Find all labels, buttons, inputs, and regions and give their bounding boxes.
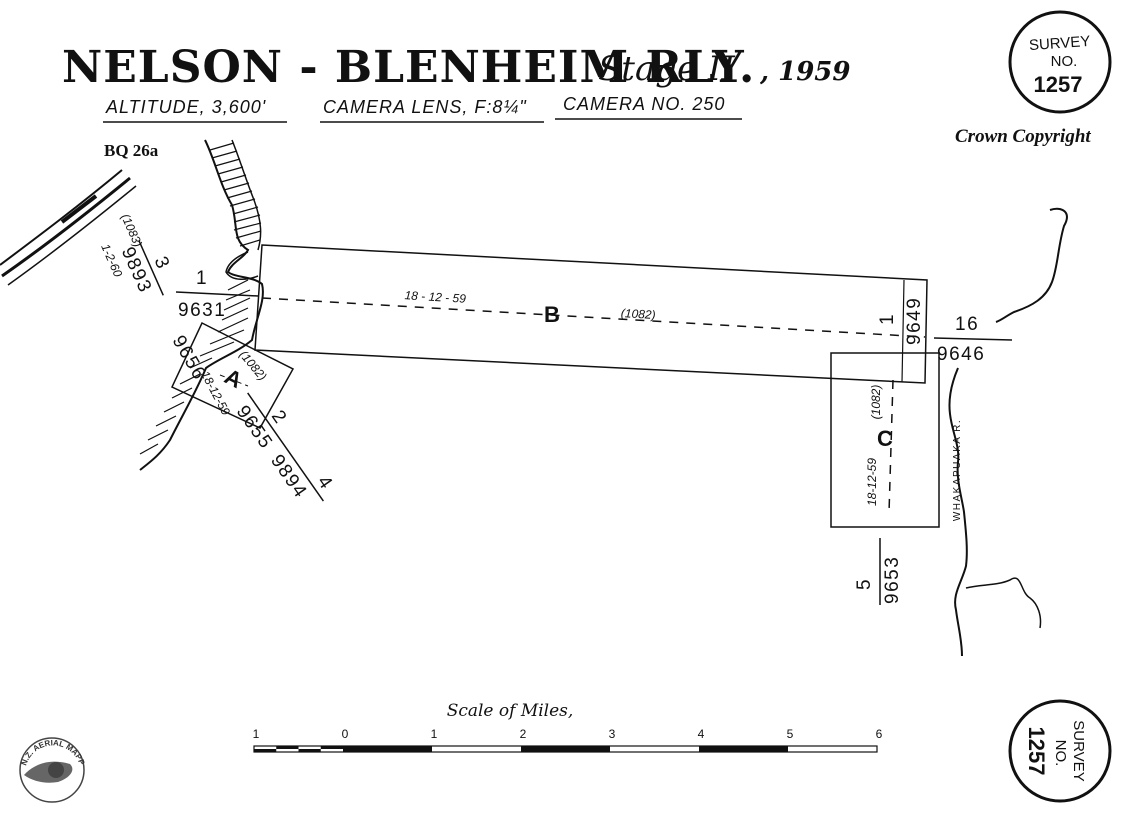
photo-index: 5 xyxy=(854,578,875,590)
scale-segment xyxy=(788,746,877,752)
photo-divider xyxy=(138,240,164,296)
scale-segment xyxy=(610,746,699,752)
sheet-code: BQ 26a xyxy=(104,141,159,160)
seal-ring xyxy=(1008,10,1112,114)
seal-number: 1257 xyxy=(1024,727,1049,776)
altitude-text: ALTITUDE, 3,600' xyxy=(105,97,266,117)
logo-text: N.Z. AERIAL MAPPING LTD xyxy=(0,0,87,767)
seal-line1: SURVEY xyxy=(1070,720,1087,781)
photo-frame: 9631 xyxy=(178,300,226,321)
strip-c-date: 18-12-59 xyxy=(865,458,879,506)
photo-divider xyxy=(175,291,259,297)
crown-copyright: Crown Copyright xyxy=(955,126,1091,147)
logo-ring xyxy=(19,737,85,803)
photo-frame-9894: 9894 xyxy=(266,451,311,503)
photo-index: 1 xyxy=(196,268,208,289)
ridge-lines xyxy=(0,169,137,286)
photo-label-9893: 9893 3 xyxy=(117,240,174,297)
aerial-mapping-logo: N.Z. AERIAL MAPPING LTD xyxy=(0,0,87,803)
inlet xyxy=(225,251,259,280)
strip-c-letter: C xyxy=(877,426,893,451)
photo-index: 1 xyxy=(877,313,898,325)
coastline xyxy=(139,139,264,471)
strip-b-letter: B xyxy=(544,302,560,327)
photo-ref-1083: (1083) xyxy=(118,212,145,249)
logo-wing-icon xyxy=(24,761,73,783)
seal-line1: SURVEY xyxy=(1028,33,1090,54)
scale-segment xyxy=(432,746,521,752)
scale-subsegment xyxy=(254,749,277,752)
seal-ring xyxy=(1008,699,1112,803)
photo-label-9649: 9649 1 xyxy=(877,297,925,345)
photo-divider xyxy=(933,337,1013,341)
strip-b-date: 18 - 12 - 59 xyxy=(404,288,466,306)
scale-tick-5: 4 xyxy=(698,727,705,741)
logo-camera-icon xyxy=(48,762,64,778)
scale-subsegment xyxy=(320,746,343,749)
logo-text-path: N.Z. AERIAL MAPPING LTD xyxy=(0,0,87,767)
photo-frame: 9653 xyxy=(882,556,903,604)
photo-label-9646: 16 9646 xyxy=(933,314,1013,365)
lens-text: CAMERA LENS, F:8¼" xyxy=(323,97,527,117)
scale-tick-7: 6 xyxy=(876,727,883,741)
scale-tick-6: 5 xyxy=(787,727,794,741)
photo-index: 3 xyxy=(150,253,174,273)
river-upper xyxy=(995,207,1068,323)
strip-a-boundary xyxy=(171,321,295,429)
survey-seal-bottom: SURVEY NO. 1257 xyxy=(1008,699,1112,803)
seal-line2: NO. xyxy=(1052,740,1069,767)
map-stage: Stage II xyxy=(598,49,735,89)
scale-tick-2: 1 xyxy=(431,727,438,741)
photo-label-9631: 1 9631 xyxy=(175,268,259,321)
river-tributary xyxy=(965,577,1042,629)
camera-text: CAMERA NO. 250 xyxy=(563,94,725,114)
scale-tick-labels: 1 0 1 2 3 4 5 6 xyxy=(253,727,883,741)
scale-bar: Scale of Miles, 1 0 1 2 3 4 5 6 xyxy=(253,701,883,753)
map-title: NELSON - BLENHEIM RLY. xyxy=(62,42,755,93)
photo-frame-9656: 9656 xyxy=(168,332,210,384)
river-label: WHAKAPUAKA R. xyxy=(952,419,963,521)
scale-title: Scale of Miles, xyxy=(447,701,574,721)
photo-index: 16 xyxy=(955,314,979,335)
scale-tick-4: 3 xyxy=(609,727,616,741)
strip-b-end-line xyxy=(901,279,905,383)
scale-tick-3: 2 xyxy=(520,727,527,741)
scale-tick-0: 1 xyxy=(253,727,260,741)
scale-frame xyxy=(253,745,878,753)
scale-segment xyxy=(699,746,788,752)
scale-tick-1: 0 xyxy=(342,727,349,741)
scale-segment xyxy=(343,746,432,752)
strip-b-flightline xyxy=(261,297,926,338)
seal-number: 1257 xyxy=(1034,72,1083,97)
seal-line2: NO. xyxy=(1051,53,1078,70)
strip-a-letter: A xyxy=(221,364,247,394)
photo-label-9655-9894: 9655 9894 2 4 xyxy=(232,392,337,503)
photo-frame: 9646 xyxy=(937,344,985,365)
river-whakapuaka xyxy=(948,367,968,657)
scale-segments xyxy=(254,746,877,752)
strip-c-ref: (1082) xyxy=(869,385,883,420)
terrain-hachures xyxy=(139,142,262,455)
strip-c-boundary xyxy=(830,352,940,528)
scale-segment xyxy=(521,746,610,752)
photo-frame: 9649 xyxy=(904,297,925,345)
map-year: , 1959 xyxy=(759,57,850,87)
strip-b-ref: (1082) xyxy=(621,306,656,322)
scale-subsegment xyxy=(276,746,299,749)
scale-subsegment xyxy=(298,749,321,752)
strip-b-boundary xyxy=(254,244,928,384)
survey-seal-top: SURVEY NO. 1257 xyxy=(1008,10,1112,114)
photo-divider xyxy=(247,392,325,502)
strip-c-flightline xyxy=(888,379,894,514)
photo-label-9653: 5 9653 xyxy=(854,538,903,605)
